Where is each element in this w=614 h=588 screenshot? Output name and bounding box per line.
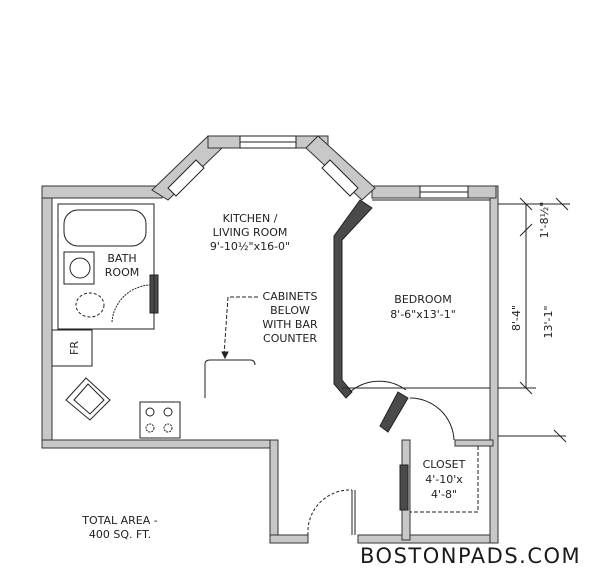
dimension-lines: [498, 197, 570, 443]
closet-label: CLOSET: [423, 458, 466, 471]
closet-dims-2: 4'-8": [431, 488, 457, 501]
cabinets-label-1: CABINETS: [263, 290, 318, 303]
kitchen-label-2: LIVING ROOM: [213, 226, 288, 239]
closet-dims-1: 4'-10'x: [425, 473, 463, 486]
cabinets-label-4: COUNTER: [263, 332, 317, 345]
fridge-label: FR: [68, 341, 81, 355]
bedroom-label: BEDROOM: [394, 293, 451, 306]
cabinets-label-2: BELOW: [270, 304, 310, 317]
labels: KITCHEN / LIVING ROOM 9'-10½"x16-0" BATH…: [68, 202, 555, 541]
room-lines: [51, 199, 490, 536]
total-area-1: TOTAL AREA -: [81, 514, 158, 527]
dim-total: 13'-1": [542, 305, 555, 338]
dim-middle: 8'-4": [510, 305, 523, 331]
windows: [167, 135, 469, 199]
bath-label-1: BATH: [107, 252, 136, 265]
cabinets-label-3: WITH BAR: [262, 318, 318, 331]
kitchen-dims: 9'-10½"x16-0": [210, 240, 290, 253]
total-area-2: 400 SQ. FT.: [89, 528, 151, 541]
bath-label-2: ROOM: [105, 266, 139, 279]
dim-top: 1'-8½": [538, 202, 551, 239]
kitchen-label-1: KITCHEN /: [223, 212, 278, 225]
bedroom-dims: 8'-6"x13'-1": [390, 308, 456, 321]
brand-logo: BOSTONPADS.COM: [360, 544, 582, 568]
